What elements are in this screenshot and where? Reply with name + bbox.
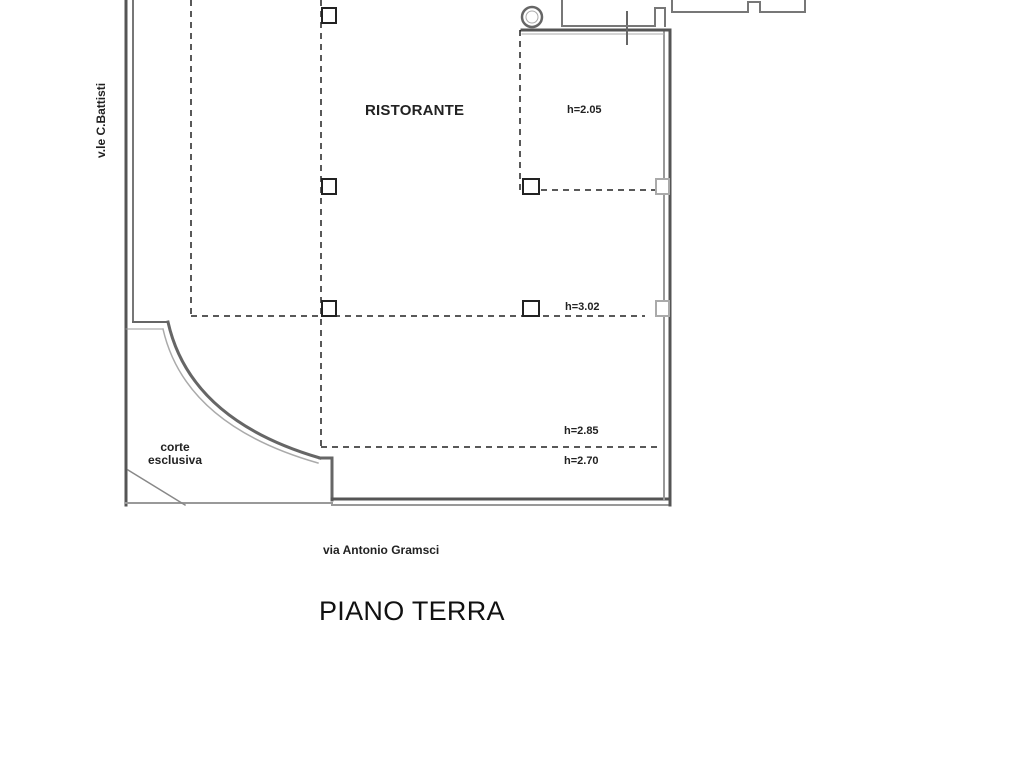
- dashed-lines: [190, 0, 660, 448]
- street-label-west: v.le C.Battisti: [94, 82, 108, 158]
- courtyard-label: corte esclusiva: [140, 441, 210, 467]
- height-label-2-05: h=2.05: [567, 104, 602, 116]
- column-round: [520, 5, 544, 29]
- height-label-2-70: h=2.70: [564, 455, 599, 467]
- exterior-walls: [124, 0, 806, 507]
- courtyard-label-line2: esclusiva: [147, 453, 203, 467]
- street-label-south: via Antonio Gramsci: [323, 543, 440, 557]
- floor-title: PIANO TERRA: [319, 596, 505, 626]
- height-label-3-02: h=3.02: [565, 301, 600, 313]
- pillars-wall: [655, 178, 670, 317]
- room-label-ristorante: RISTORANTE: [365, 102, 465, 119]
- height-label-2-85: h=2.85: [564, 425, 599, 437]
- courtyard-label-line1: corte: [160, 440, 190, 454]
- pillars: [321, 7, 540, 317]
